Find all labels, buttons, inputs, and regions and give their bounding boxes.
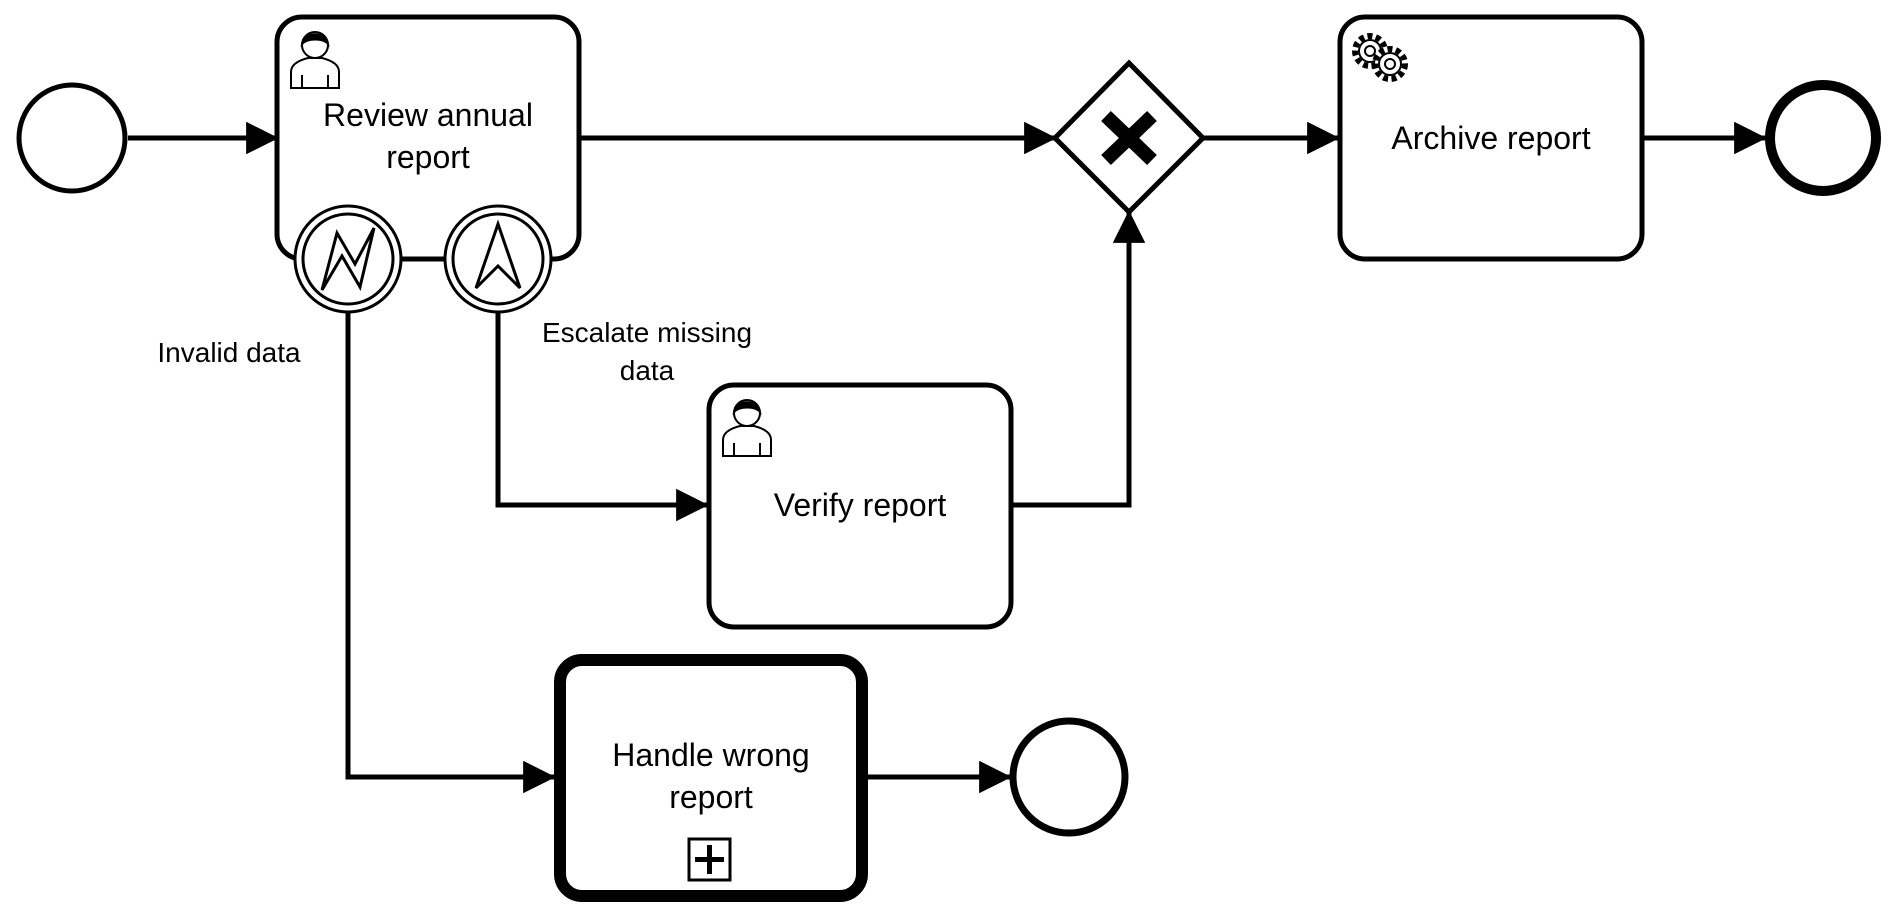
task-archive-report[interactable]: Archive report <box>1337 14 1645 262</box>
label-escalate-line2: data <box>620 355 675 386</box>
task-review-label-line2: report <box>386 139 470 175</box>
subprocess-handle-box <box>554 654 868 902</box>
task-verify-label: Verify report <box>774 487 947 523</box>
sequence-flows <box>128 121 1767 794</box>
task-archive-label: Archive report <box>1391 120 1590 156</box>
start-event[interactable] <box>16 82 128 194</box>
escalation-icon <box>474 219 522 290</box>
exclusive-gateway[interactable] <box>1051 59 1207 216</box>
task-review-box <box>274 14 582 262</box>
error-icon <box>320 227 376 292</box>
boundary-event-invalid-data[interactable] <box>293 204 403 314</box>
subprocess-handle-wrong-report[interactable]: Handle wrong report <box>554 654 868 902</box>
end-event-archive[interactable] <box>1765 80 1881 196</box>
subprocess-handle-label-line1: Handle wrong <box>612 737 809 773</box>
flow-error-to-handle[interactable] <box>345 312 556 794</box>
label-escalate-line1: Escalate missing <box>542 317 752 348</box>
end-event-handle[interactable] <box>1009 717 1129 837</box>
label-invalid-data: Invalid data <box>157 337 301 368</box>
plus-icon[interactable] <box>687 837 732 882</box>
task-archive-box <box>1337 14 1645 262</box>
task-review-annual-report[interactable]: Review annual report <box>274 14 582 262</box>
flow-escalation-to-verify[interactable] <box>495 312 709 522</box>
gear-icon <box>1352 33 1408 82</box>
task-review-label-line1: Review annual <box>323 97 533 133</box>
subprocess-handle-label-line2: report <box>669 779 753 815</box>
x-icon <box>1101 110 1157 166</box>
task-verify-box <box>706 382 1014 630</box>
user-icon <box>290 31 340 89</box>
boundary-event-escalate-missing-data[interactable] <box>443 204 553 314</box>
flow-verify-to-gateway[interactable] <box>1011 210 1146 508</box>
task-verify-report[interactable]: Verify report <box>706 382 1014 630</box>
user-icon <box>722 399 772 457</box>
